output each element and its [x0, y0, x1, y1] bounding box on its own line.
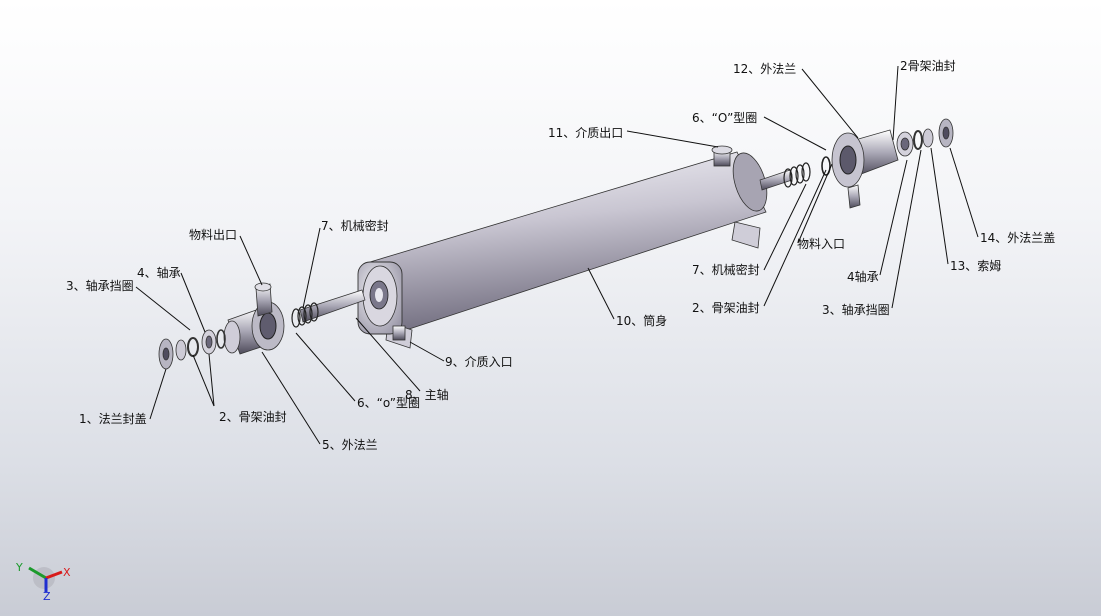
label-part-5-left: 5、外法兰 [322, 438, 378, 452]
label-part-6-left: 6、“o”型圈 [357, 396, 420, 410]
label-part-8: 8、主轴 [405, 388, 449, 402]
label-material-inlet: 物料入口 [797, 237, 846, 251]
y-axis-arrow [28, 566, 47, 580]
label-part-3-left: 3、轴承挡圈 [66, 279, 134, 293]
label-part-4-right: 4轴承 [847, 270, 879, 284]
x-axis-arrow [45, 570, 63, 580]
triad-x-label: X [63, 566, 71, 579]
mechanical-seal-right [783, 162, 811, 188]
coordinate-triad [28, 566, 63, 592]
leader-lines [135, 65, 979, 445]
label-part-4-left: 4、轴承 [137, 266, 181, 280]
medium-inlet-nozzle [392, 325, 406, 341]
material-outlet-pipe [254, 282, 273, 317]
left-end-plate [357, 261, 403, 335]
label-part-2-right: 2、骨架油封 [692, 301, 760, 315]
triad-y-label: Y [16, 561, 23, 574]
label-part-11: 11、介质出口 [548, 126, 624, 140]
label-part-7-left: 7、机械密封 [321, 219, 389, 233]
label-part-13: 13、索姆 [950, 259, 1002, 273]
label-material-outlet: 物料出口 [189, 228, 238, 242]
label-part-3-right: 3、轴承挡圈 [822, 303, 890, 317]
outer-flange-left [223, 301, 285, 355]
label-part-6-right: 6、“O”型圈 [692, 111, 758, 125]
label-part-1: 1、法兰封盖 [79, 412, 147, 426]
label-part-9: 9、介质入口 [445, 355, 513, 369]
label-part-14: 14、外法兰盖 [980, 231, 1056, 245]
mechanical-seal-left [291, 302, 319, 328]
label-part-7-right: 7、机械密封 [692, 263, 760, 277]
label-part-2-left: 2、骨架油封 [219, 410, 287, 424]
left-small-parts [158, 329, 226, 370]
medium-outlet-nozzle [711, 145, 733, 167]
right-small-parts [896, 118, 954, 157]
label-part-12: 12、外法兰 [733, 62, 797, 76]
label-part-10: 10、筒身 [616, 314, 668, 328]
label-part-2-right-top: 2骨架油封 [900, 59, 956, 73]
outer-flange-right [821, 129, 899, 209]
triad-z-label: Z [43, 590, 51, 603]
